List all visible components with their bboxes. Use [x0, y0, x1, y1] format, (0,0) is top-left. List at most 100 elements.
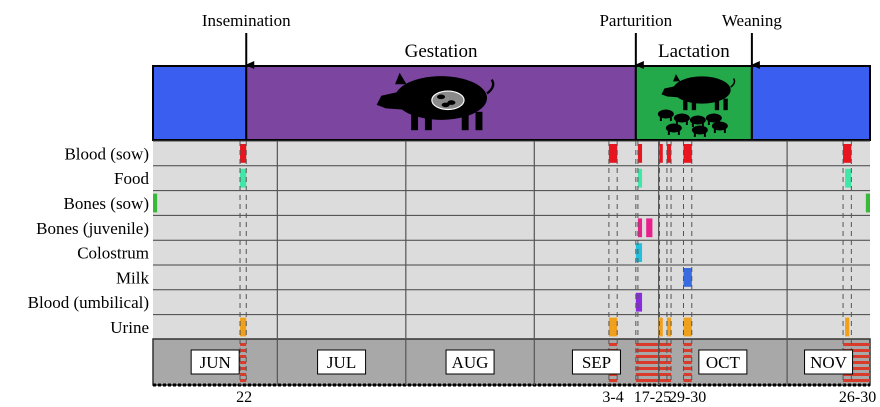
sample-mark: [608, 144, 618, 163]
phase-band: Gestation Lactation: [152, 41, 872, 141]
hatch-stripe: [240, 343, 247, 346]
piglet-icon: [689, 115, 706, 127]
month-label: NOV: [810, 353, 848, 372]
event-label: Weaning: [722, 11, 782, 30]
pig-leg: [411, 111, 419, 131]
month-bar-background: [152, 338, 871, 386]
hatch-stripe: [240, 361, 247, 364]
pig-tail: [486, 78, 495, 95]
sample-mark: [683, 268, 692, 287]
sample-marks: [153, 144, 870, 337]
piglet-leg: [691, 122, 694, 127]
pregnant-sow-icon: [376, 72, 495, 131]
sample-mark: [683, 317, 692, 337]
piglet-leg: [701, 122, 704, 127]
hatch-stripe: [240, 355, 247, 358]
pig-leg: [683, 98, 688, 111]
sample-mark: [240, 144, 247, 163]
sample-mark: [666, 317, 672, 337]
phase-label: Lactation: [658, 41, 730, 62]
row-label: Urine: [110, 318, 149, 337]
fetus: [447, 100, 456, 105]
piglet-leg: [703, 132, 706, 137]
piglet-leg: [723, 128, 726, 133]
piglet-leg: [667, 130, 670, 135]
hatch-stripe: [240, 373, 247, 376]
month-label: JUL: [327, 353, 356, 372]
date-label: 26-30: [839, 389, 876, 406]
sample-mark: [865, 193, 870, 213]
sample-mark: [637, 168, 643, 188]
phase-block: [152, 65, 248, 141]
sample-mark: [843, 144, 852, 163]
hatch-stripe: [635, 349, 672, 352]
sample-mark: [635, 243, 643, 262]
pig-head: [661, 85, 678, 98]
hatch-stripe: [843, 361, 870, 364]
sample-mark: [240, 168, 247, 188]
pig-tail: [730, 78, 736, 88]
piglet-leg: [713, 128, 716, 133]
month-box: [804, 349, 854, 375]
date-label: 17-25: [634, 389, 671, 406]
sample-mark: [658, 317, 663, 337]
row-label: Milk: [116, 268, 150, 287]
hatch-stripe: [843, 367, 870, 370]
piglet-leg: [669, 116, 672, 121]
hatch-stripe: [843, 355, 870, 358]
fetus: [441, 102, 450, 108]
hatch-stripe: [843, 349, 870, 352]
sample-mark: [646, 218, 653, 238]
date-label: 3-4: [602, 389, 623, 406]
hatch-stripe: [683, 349, 692, 352]
piglet-icon: [691, 125, 708, 137]
month-box: [571, 349, 621, 375]
hatch-stripe: [843, 373, 870, 376]
hatch-stripe: [635, 343, 672, 346]
hatch-stripe: [635, 373, 672, 376]
hatch-stripe: [240, 367, 247, 370]
month-label: OCT: [706, 353, 741, 372]
hatch-stripe: [635, 379, 672, 382]
event-label: Insemination: [202, 11, 291, 30]
hatch-stripe: [635, 361, 672, 364]
sample-mark: [153, 193, 158, 213]
month-bar: [152, 338, 871, 387]
month-box: [317, 349, 367, 375]
pig-leg: [475, 111, 483, 131]
month-label: JUN: [200, 353, 231, 372]
sow-icons: [376, 72, 736, 137]
piglet-leg: [693, 132, 696, 137]
fetus: [437, 94, 446, 100]
nursing-sow-icon: [661, 74, 736, 111]
sample-mark: [845, 168, 852, 188]
row-label: Bones (sow): [64, 194, 149, 213]
month-dividers: [276, 141, 788, 385]
month-box: [445, 349, 495, 375]
pig-leg: [424, 111, 432, 131]
row-label: Blood (umbilical): [28, 293, 149, 312]
piglet-leg: [685, 120, 688, 125]
date-label: 22: [236, 389, 252, 406]
piglet-leg: [675, 120, 678, 125]
hatch-stripe: [608, 379, 618, 382]
hatch-stripe: [240, 379, 247, 382]
hatch-stripe: [635, 367, 672, 370]
sample-mark: [637, 218, 643, 238]
sample-grid: [153, 140, 870, 340]
hatch-stripe: [683, 379, 692, 382]
piglet-icon: [665, 123, 682, 135]
row-label: Colostrum: [77, 244, 149, 263]
sample-mark: [683, 144, 692, 163]
piglet-leg: [659, 116, 662, 121]
hatch-stripe: [240, 349, 247, 352]
pig-ear: [673, 74, 681, 82]
sample-mark: [608, 317, 618, 337]
phase-label: Gestation: [405, 41, 478, 62]
month-box: [190, 349, 240, 375]
piglet-icon: [673, 113, 690, 125]
hatch-stripe: [683, 355, 692, 358]
